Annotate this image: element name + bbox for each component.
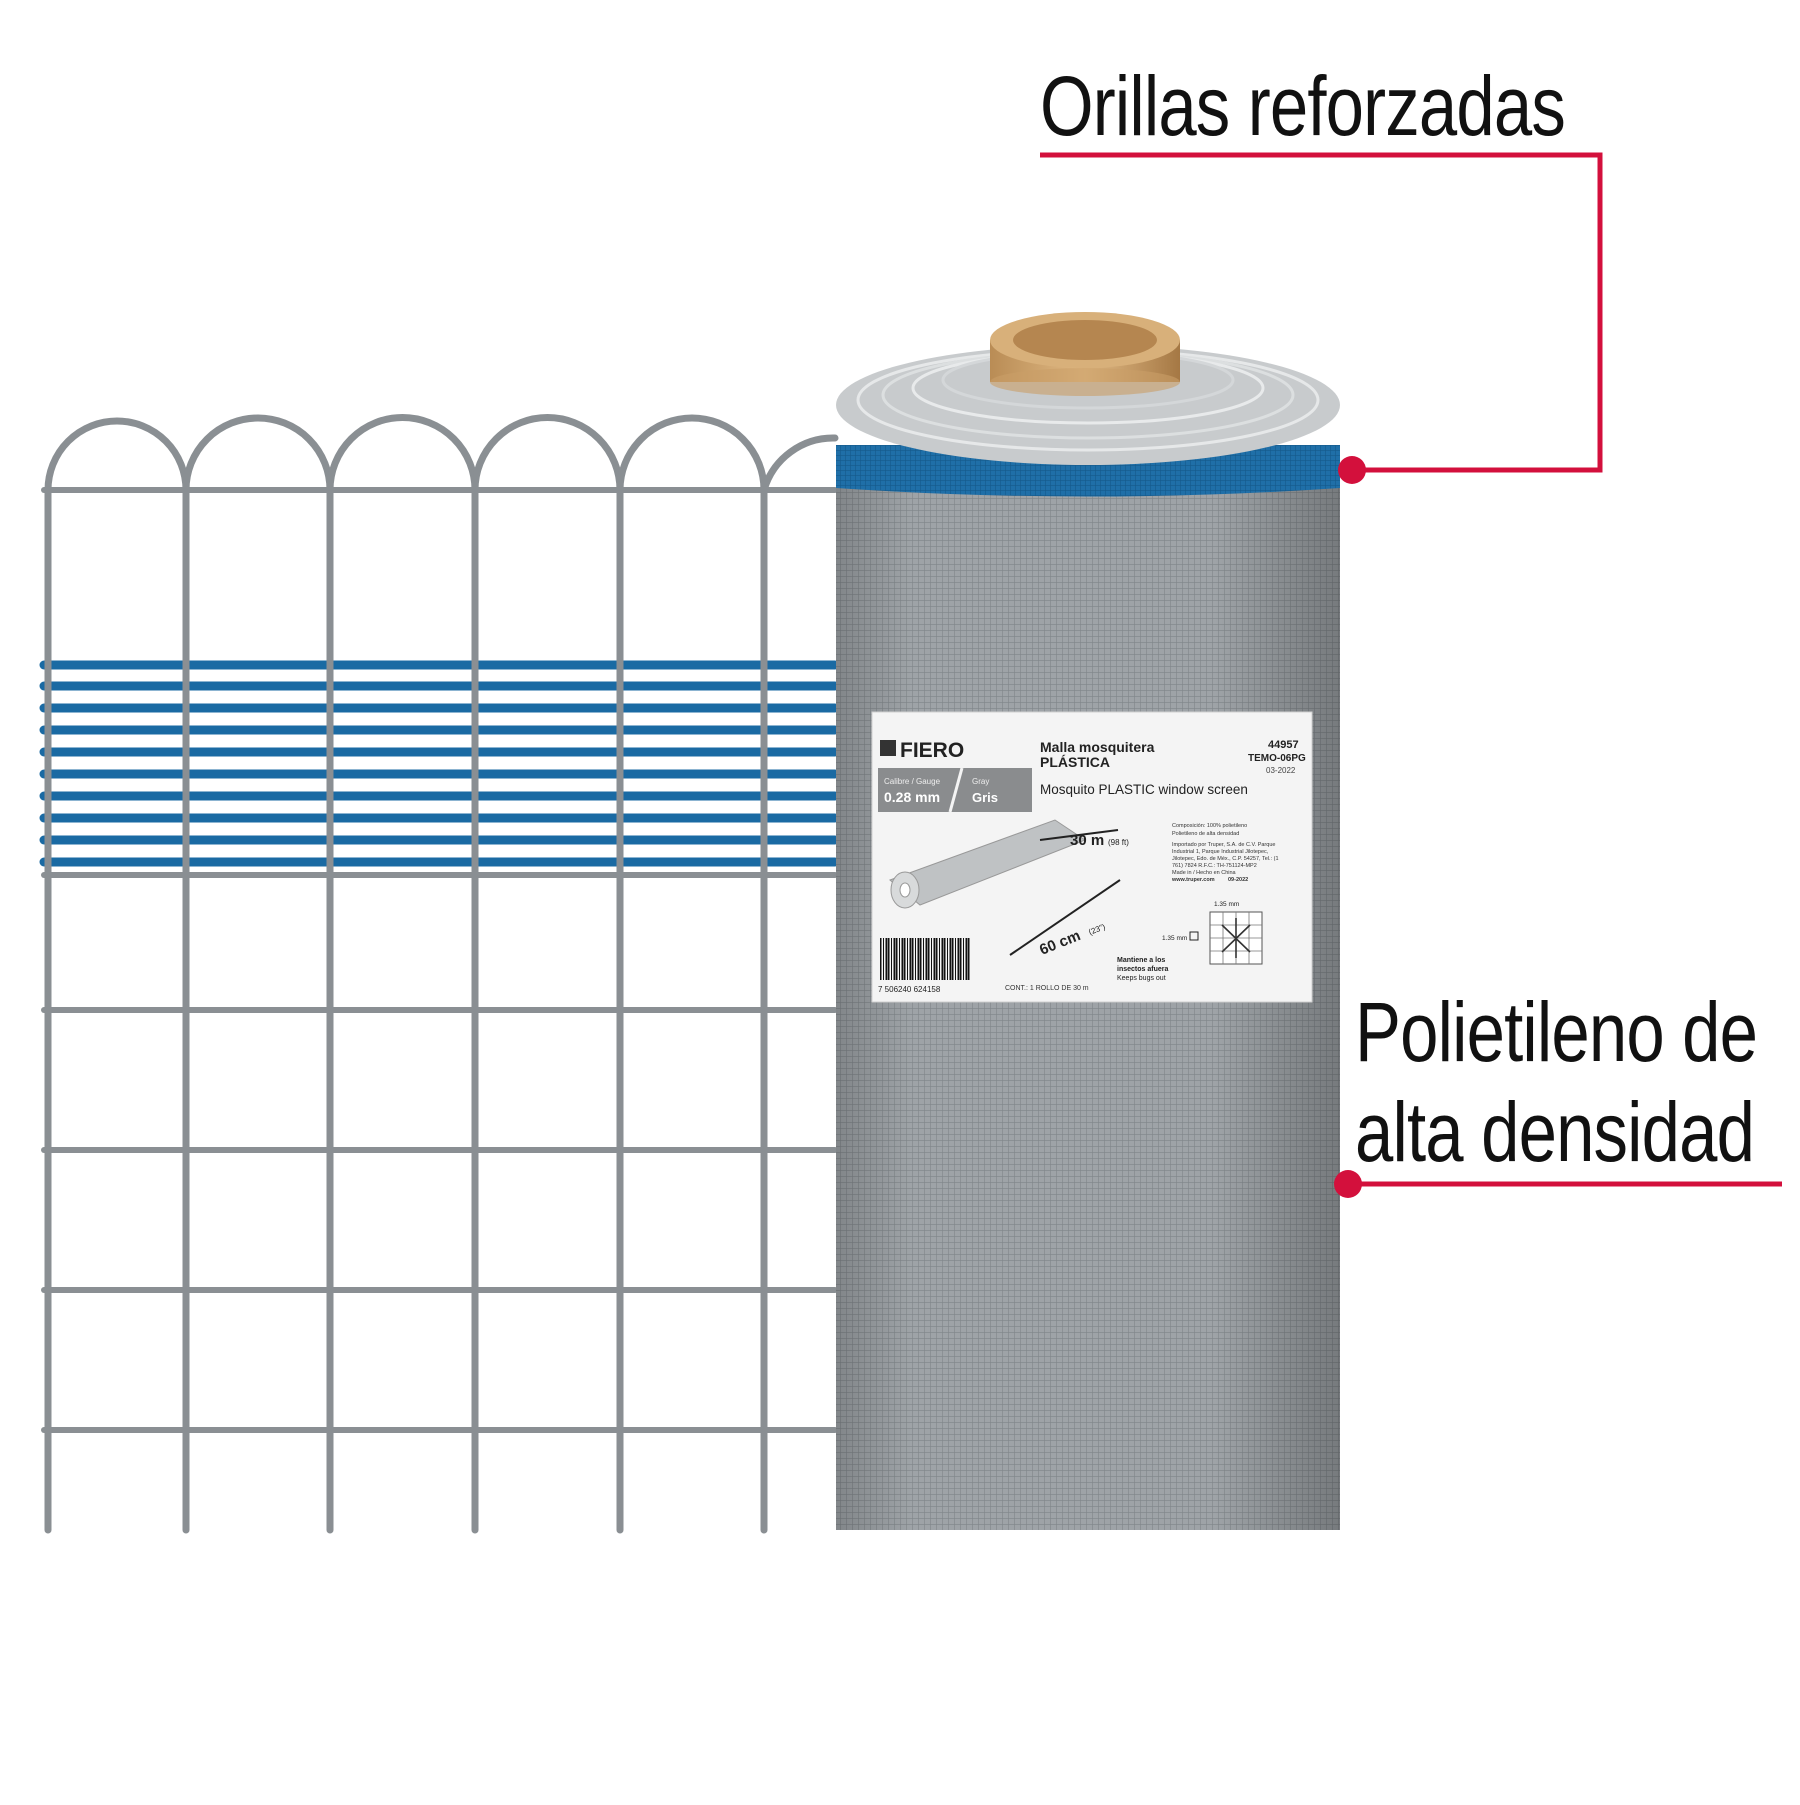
importer: Importado por Truper, S.A. de C.V. Parqu… [1172,842,1275,848]
blue-edge-band [836,445,1340,497]
product-label: FIERO Malla mosquitera PLÁSTICA Mosquito… [871,711,1313,1003]
keeps-bugs-es-1: Mantiene a los [1117,957,1165,964]
fence-arch [616,414,768,524]
label-model: TEMO-06PG [1248,753,1306,764]
gauge-value: 0.28 mm [884,789,940,805]
label-title-line1: Malla mosquitera [1040,739,1155,755]
label-code: 44957 [1268,739,1299,751]
fence-arch [471,414,624,524]
callout-bottom-connector [1334,1170,1782,1198]
brand-logo: FIERO [900,739,964,762]
callout-bottom-label-line2: alta densidad [1355,1085,1755,1179]
lot: 09-2022 [1228,877,1248,883]
composition: Composición: 100% polietileno [1172,823,1247,829]
callout-bottom-label-line1: Polietileno de [1355,985,1758,1079]
label-title-line2: PLÁSTICA [1040,754,1110,770]
gauge-label: Calibre / Gauge [884,777,941,786]
barcode [880,938,970,980]
fiero-logo-mark [880,740,896,756]
barcode-digits: 7 506240 624158 [878,985,941,994]
callout-top-label: Orillas reforzadas [1040,59,1566,153]
callout-top-connector [1040,152,1603,484]
mesh-size-v: 1.35 mm [1162,935,1187,942]
importer-5: Made in / Hecho en China [1172,870,1237,876]
label-date: 03-2022 [1266,766,1296,775]
keeps-bugs-en: Keeps bugs out [1117,975,1166,982]
mesh-roll: FIERO Malla mosquitera PLÁSTICA Mosquito… [836,312,1340,1530]
mini-roll-icon [889,819,1087,909]
importer-4: 761) 7824 R.F.C.: TH-751124-MP2 [1172,863,1257,869]
fence-arch [760,434,839,524]
length-value: 30 m [1070,832,1104,849]
website: www.truper.com [1171,877,1215,883]
length-imperial: (98 ft) [1108,838,1129,847]
color-label: Gray [972,777,989,786]
importer-3: Jilotepec, Edo. de Méx., C.P. 54257, Tel… [1172,856,1279,862]
color-value: Gris [972,790,998,805]
importer-2: Industrial 1, Parque Industrial Jilotepe… [1172,849,1269,855]
fence-arch [326,414,479,524]
roll-top [836,345,1340,465]
keeps-bugs-es-2: insectos afuera [1117,966,1168,973]
composition-2: Polietileno de alta densidad [1172,831,1239,837]
fence-arch [182,414,334,524]
mesh-detail-icon [1209,911,1263,965]
mesh-size-h: 1.35 mm [1214,901,1239,908]
wire-fence-illustration [38,414,841,1534]
content-text: CONT.: 1 ROLLO DE 30 m [1005,985,1089,992]
label-subtitle: Mosquito PLASTIC window screen [1040,782,1248,797]
fence-arch [44,417,190,524]
